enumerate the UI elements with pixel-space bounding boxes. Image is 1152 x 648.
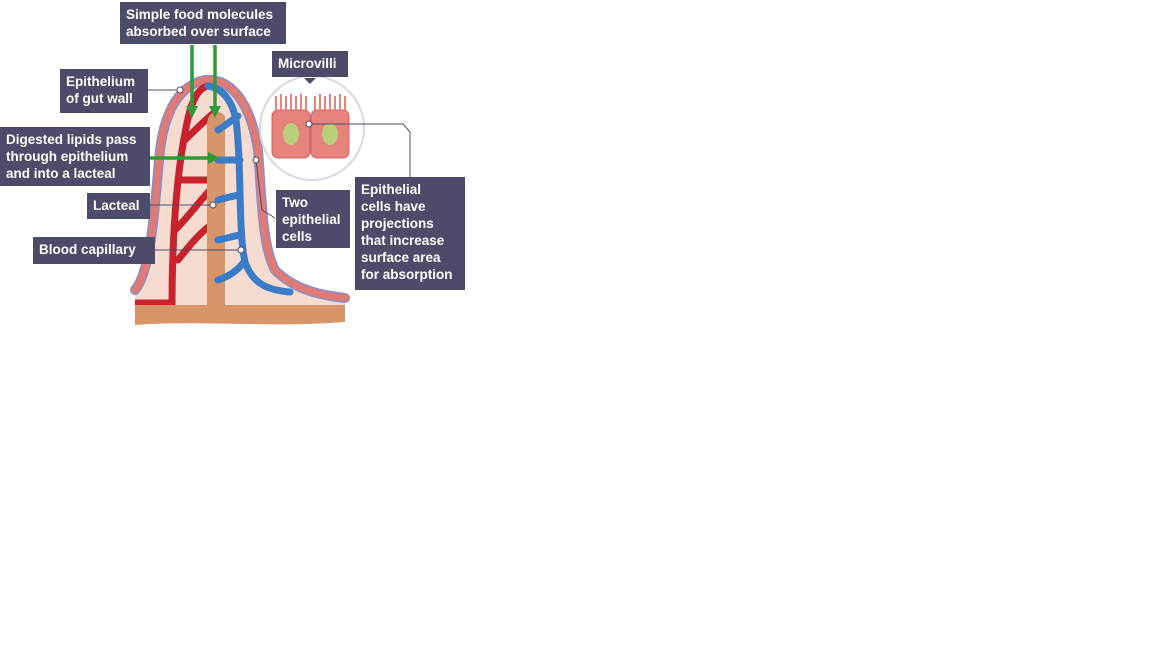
nucleus-right <box>322 123 338 145</box>
label-two-epithelial-cells: Two epithelial cells <box>276 190 350 248</box>
label-microvilli: Microvilli <box>272 51 348 77</box>
leader-dots <box>176 86 313 254</box>
absorption-arrows <box>150 45 221 164</box>
label-lacteal: Lacteal <box>87 193 150 219</box>
epithelium-dots <box>131 76 349 302</box>
nucleus-left <box>283 123 299 145</box>
label-simple-food: Simple food molecules absorbed over surf… <box>120 2 286 44</box>
microvilli-magnified-view <box>259 75 365 181</box>
leader-lines <box>148 78 411 251</box>
blood-capillary-vein <box>204 82 294 296</box>
label-blood-capillary: Blood capillary <box>33 237 155 264</box>
label-epithelial-cells-projections: Epithelial cells have projections that i… <box>355 177 465 290</box>
label-epithelium: Epithelium of gut wall <box>60 69 148 113</box>
label-digested-lipids: Digested lipids pass through epithelium … <box>0 127 150 186</box>
lacteal-vessel <box>207 111 225 305</box>
